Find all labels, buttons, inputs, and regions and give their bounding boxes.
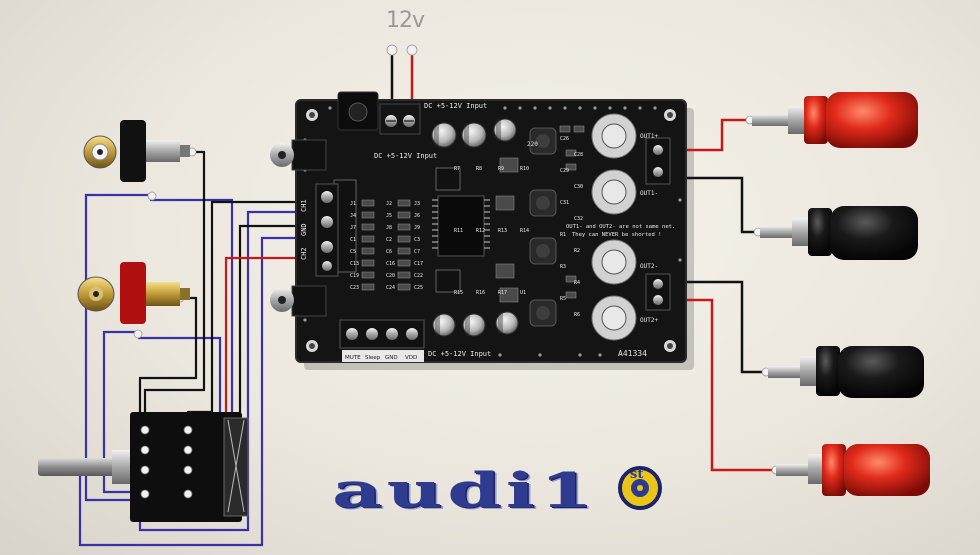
logo-superscript: st xyxy=(630,467,644,482)
pcb-ref-c1: C1 xyxy=(350,237,356,243)
pcb-ref-c30: C30 xyxy=(574,184,583,190)
pcb-label-dc-bottom: DC +5-12V Input xyxy=(428,350,491,358)
pcb-ref-c16: C16 xyxy=(386,261,395,267)
binding-post-black-upper xyxy=(760,206,918,260)
speaker-wires xyxy=(668,118,776,472)
brand-logo: audi1 st xyxy=(332,463,652,523)
pcb-ref-r3: R3 xyxy=(560,264,566,270)
electrolytic-capacitors xyxy=(431,118,519,337)
pcb-warning-line2: They can NEVER be shorted ! xyxy=(572,232,661,238)
logo-text: audi1 xyxy=(332,463,598,519)
pcb-ref-c7: C7 xyxy=(414,249,420,255)
pin-headers xyxy=(333,167,461,293)
power-screw-terminal xyxy=(379,103,421,135)
pcb-ref-r1: R1 xyxy=(560,232,566,238)
pcb-ref-r4: R4 xyxy=(574,280,580,286)
binding-post-black-lower xyxy=(768,346,924,398)
binding-post-red-top xyxy=(752,92,918,148)
amplifier-chip xyxy=(432,195,490,257)
pcb-input-pin-gnd: GND xyxy=(300,223,308,236)
pcb-ref-j7: J7 xyxy=(350,225,356,231)
volume-potentiometer xyxy=(38,412,249,522)
pcb-ref-r14: R14 xyxy=(520,228,529,234)
pcb-ref-r8: R8 xyxy=(476,166,482,172)
pcb-out2-minus: OUT2- xyxy=(640,263,658,270)
pcb-input-pin-ch1: CH1 xyxy=(300,199,308,212)
pcb-ref-c13: C13 xyxy=(350,261,359,267)
pcb-ref-c26: C26 xyxy=(560,136,569,142)
pcb-control-pin-vdd: VDD xyxy=(405,355,417,361)
pcb-ref-r2: R2 xyxy=(574,248,580,254)
pcb-ref-r12: R12 xyxy=(476,228,485,234)
pcb-model: A41334 xyxy=(618,349,647,358)
power-voltage-label: 12v xyxy=(386,8,425,33)
logo-disc xyxy=(618,466,662,510)
control-screw-terminal xyxy=(339,319,425,362)
pcb-ref-r16: R16 xyxy=(476,290,485,296)
pcb-ref-c28: C28 xyxy=(574,152,583,158)
pcb-warning-line1: OUT1- and OUT2- are not same net. xyxy=(566,224,675,230)
pcb-ref-c17: C17 xyxy=(414,261,423,267)
pcb-ref-j6: J6 xyxy=(414,213,420,219)
pcb-ref-c22: C22 xyxy=(414,273,423,279)
pcb-ref-c19: C19 xyxy=(350,273,359,279)
pcb-control-pin-gnd: GND xyxy=(385,355,398,361)
amplifier-pcb xyxy=(295,99,687,363)
pcb-label-dc-top: DC +5-12V Input xyxy=(424,102,487,110)
pcb-ref-c23: C23 xyxy=(350,285,359,291)
pcb-ref-j3: J3 xyxy=(414,201,420,207)
pcb-ref-c20: C20 xyxy=(386,273,395,279)
speaker-output-pads xyxy=(591,113,671,341)
pcb-ref-r10: R10 xyxy=(520,166,529,172)
pcb-control-pin-sleep: Sleep xyxy=(365,355,381,361)
pcb-out1-minus: OUT1- xyxy=(640,190,658,197)
pcb-ref-c29: C29 xyxy=(560,168,569,174)
pcb-ref-j1: J1 xyxy=(350,201,356,207)
pcb-ref-r11: R11 xyxy=(454,228,463,234)
pcb-ref-r17: R17 xyxy=(498,290,507,296)
pcb-ref-r15: R15 xyxy=(454,290,463,296)
pcb-ref-c31: C31 xyxy=(560,200,569,206)
pcb-ref-r13: R13 xyxy=(498,228,507,234)
pcb-input-pin-ch2: CH2 xyxy=(300,247,308,260)
pcb-ref-c24: C24 xyxy=(386,285,395,291)
rca-jack-white xyxy=(83,120,190,182)
pcb-ref-r5: R5 xyxy=(560,296,566,302)
pcb-ref-u1: U1 xyxy=(520,290,526,296)
pcb-ref-c3: C3 xyxy=(414,237,420,243)
pcb-ref-r6: R6 xyxy=(574,312,580,318)
onboard-rca-jacks xyxy=(270,139,327,317)
pcb-ref-c6: C6 xyxy=(386,249,392,255)
pcb-ref-j8: J8 xyxy=(386,225,392,231)
pcb-ref-c25: C25 xyxy=(414,285,423,291)
pcb-out2-plus: OUT2+ xyxy=(640,317,658,324)
pcb-ref-j9: J9 xyxy=(414,225,420,231)
pcb-ref-r9: R9 xyxy=(498,166,504,172)
pcb-ref-c5: C5 xyxy=(350,249,356,255)
pcb-ref-r7: R7 xyxy=(454,166,460,172)
pcb-ref-j5: J5 xyxy=(386,213,392,219)
pcb-silkscreen: DC +5-12V Input DC +5-12V Input DC +5-12… xyxy=(300,102,675,361)
smd-components xyxy=(361,125,585,303)
pcb-out1-plus: OUT1+ xyxy=(640,133,658,140)
power-wires xyxy=(390,52,414,106)
power-inductors xyxy=(529,127,557,327)
dc-power-jack xyxy=(337,91,379,131)
binding-post-red-bottom xyxy=(776,444,930,496)
rca-jack-red xyxy=(77,262,190,324)
pcb-control-pin-labels: MUTE Sleep GND VDD xyxy=(345,355,417,361)
input-screw-terminal xyxy=(315,183,339,277)
pcb-label-dc-mid: DC +5-12V Input xyxy=(374,152,437,160)
pcb-ref-c32: C32 xyxy=(574,216,583,222)
pcb-ref-j4: J4 xyxy=(350,213,356,219)
pcb-ref-j2: J2 xyxy=(386,201,392,207)
pcb-ref-c2: C2 xyxy=(386,237,392,243)
pcb-inductor-value: 220 xyxy=(527,141,538,148)
pcb-control-pin-mute: MUTE xyxy=(345,355,361,361)
